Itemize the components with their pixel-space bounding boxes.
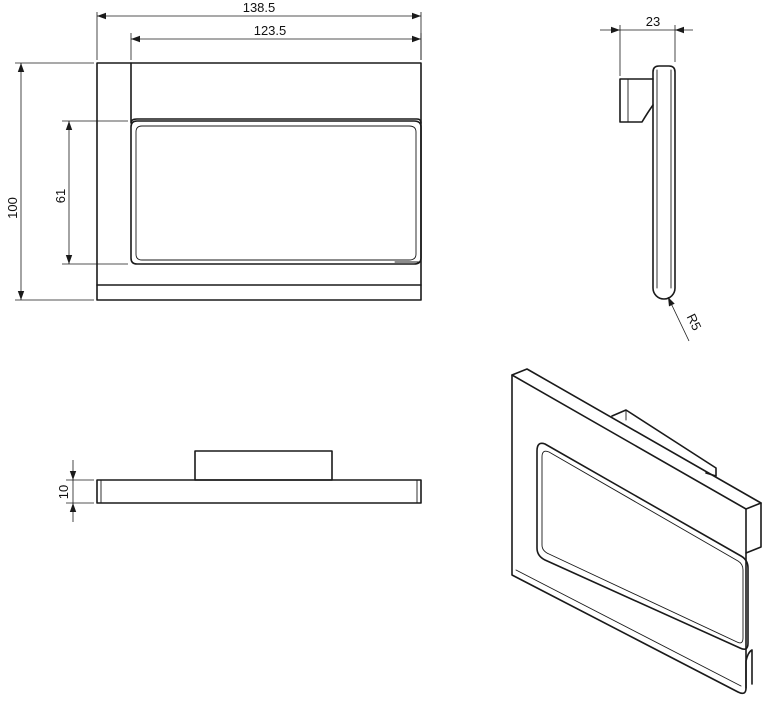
dim-inner-width: 123.5 [130,23,422,60]
dim-radius-label: R5 [684,311,705,333]
dim-radius: R5 [667,296,705,342]
side-mount-block [619,78,654,123]
dim-thickness: 10 [56,460,94,522]
dim-overall-width-label: 138.5 [243,0,276,15]
top-mount-block [194,450,333,481]
top-view: 10 [56,450,422,522]
iso-plate-bottom-curve [515,569,742,687]
top-plate [96,479,422,504]
front-top-bar [130,62,422,124]
iso-plate-bottom-lip [745,649,753,689]
front-view: 138.5 123.5 100 61 [5,0,422,301]
front-inner-window-inset [135,125,417,261]
dim-inner-width-label: 123.5 [254,23,287,38]
dim-depth: 23 [600,14,693,76]
side-view: 23 R5 [600,14,705,342]
iso-top-bar-top [511,368,762,510]
dim-thickness-label: 10 [56,485,71,499]
iso-top-bar-right [745,502,762,554]
iso-inner-window [536,442,749,650]
dim-depth-label: 23 [646,14,660,29]
isometric-view [511,368,762,695]
dim-overall-height-label: 100 [5,197,20,219]
front-inner-window [130,120,422,265]
side-plate [652,65,676,300]
iso-inner-window-inset [541,450,744,644]
dim-inner-height-label: 61 [53,189,68,203]
dim-inner-height: 61 [53,120,128,265]
iso-plate-front [511,374,747,695]
dim-overall-height: 100 [5,62,94,301]
iso-mount-block [611,409,717,477]
